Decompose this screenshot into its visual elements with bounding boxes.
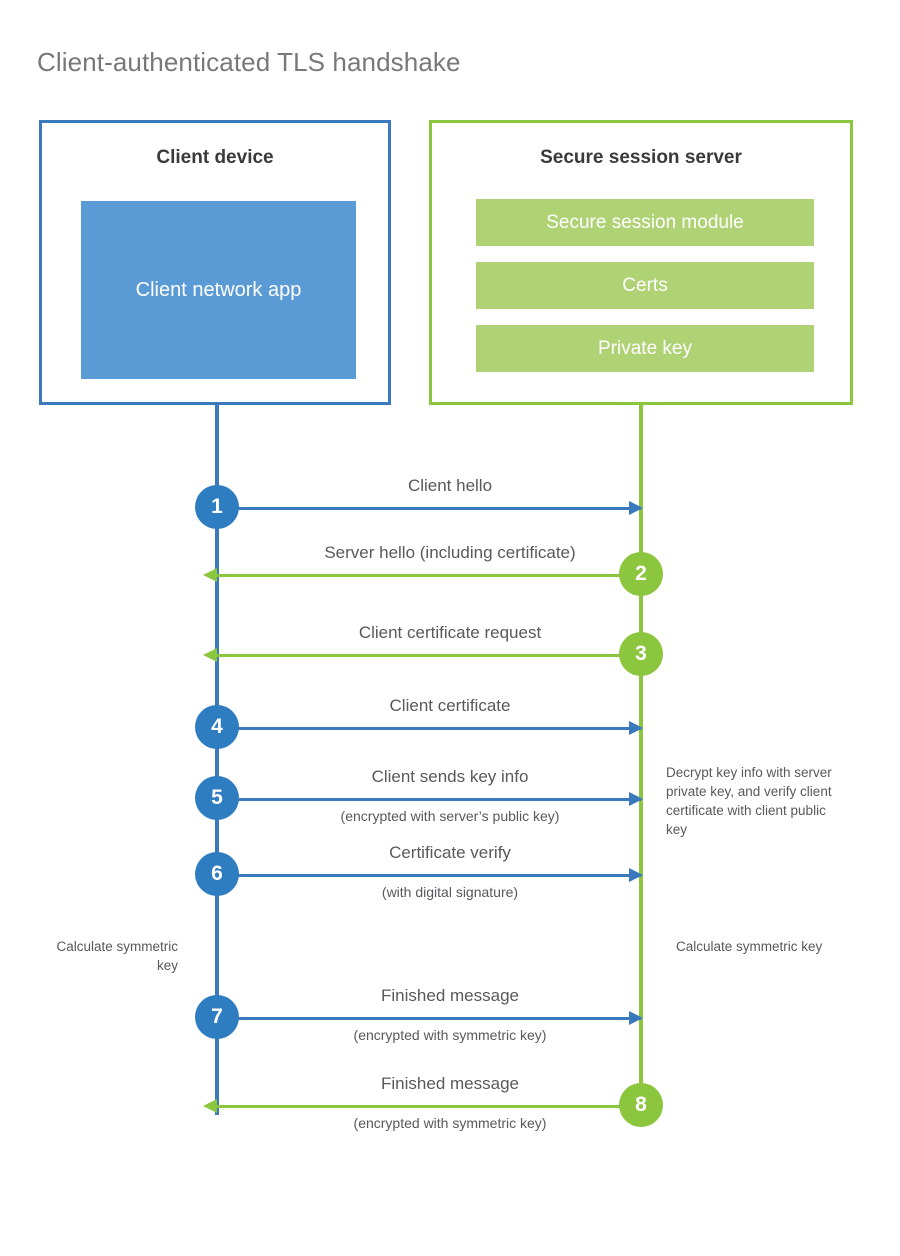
step-number-badge-8[interactable]: 8 (619, 1083, 663, 1127)
arrow-line-1 (217, 507, 641, 510)
secure-session-server-box: Secure session server Secure session mod… (429, 120, 853, 405)
message-label-1: Client hello (407, 476, 493, 495)
message-label-7: Finished message (381, 986, 519, 1005)
message-step-8: 8 Finished message (encrypted with symmetr… (180, 1074, 720, 1131)
arrow-head-right-icon (629, 1011, 643, 1025)
message-sublabel-5: (encrypted with server’s public key) (340, 808, 560, 824)
arrow-line-6 (217, 874, 641, 877)
arrow-head-right-icon (629, 501, 643, 515)
message-sublabel-8: (encrypted with symmetric key) (353, 1115, 547, 1131)
client-network-app-block: Client network app (81, 201, 356, 379)
client-device-box: Client device Client network app (39, 120, 391, 405)
server-lifeline (639, 405, 643, 1105)
arrow-head-right-icon (629, 792, 643, 806)
message-step-3: 3 Client certificate request (180, 623, 720, 676)
arrow-line-8 (217, 1105, 641, 1108)
message-step-7: 7 Finished message (encrypted with symmetr… (180, 986, 720, 1043)
arrow-head-left-icon (203, 568, 217, 582)
arrow-head-right-icon (629, 721, 643, 735)
message-label-4: Client certificate (389, 696, 511, 715)
message-step-5: 5 Client sends key info (encrypted with se… (180, 767, 720, 824)
page-title: Client-authenticated TLS handshake (37, 47, 461, 78)
message-step-6: 6 Certificate verify (with digital signatu… (180, 843, 720, 900)
step-number-badge-1[interactable]: 1 (195, 485, 239, 529)
message-step-2: 2 Server hello (including certificate) (180, 543, 720, 596)
message-label-3: Client certificate request (358, 623, 542, 642)
note-calculate-symmetric-key-client: Calculate symmetric key (56, 939, 178, 974)
message-label-8: Finished message (381, 1074, 519, 1093)
message-label-6: Certificate verify (389, 843, 511, 862)
note-decrypt-key-info: Decrypt key info with server private key… (666, 765, 832, 838)
message-label-2: Server hello (including certificate) (324, 543, 576, 562)
step-number-badge-6[interactable]: 6 (195, 852, 239, 896)
client-lifeline (215, 405, 219, 1115)
arrow-line-2 (217, 574, 641, 577)
message-step-4: 4 Client certificate (180, 696, 720, 749)
server-component-secure-session-module: Secure session module (476, 199, 814, 246)
arrow-head-right-icon (629, 868, 643, 882)
message-sublabel-6: (with digital signature) (381, 884, 519, 900)
secure-session-server-title: Secure session server (540, 147, 742, 168)
server-component-certs: Certs (476, 262, 814, 309)
arrow-head-left-icon (203, 648, 217, 662)
step-number-badge-2[interactable]: 2 (619, 552, 663, 596)
message-step-1: 1 Client hello (180, 476, 720, 529)
step-number-badge-3[interactable]: 3 (619, 632, 663, 676)
arrow-line-7 (217, 1017, 641, 1020)
step-number-badge-5[interactable]: 5 (195, 776, 239, 820)
client-device-title: Client device (156, 147, 274, 168)
message-sublabel-7: (encrypted with symmetric key) (353, 1027, 547, 1043)
step-number-badge-4[interactable]: 4 (195, 705, 239, 749)
message-label-5: Client sends key info (371, 767, 529, 786)
server-component-private-key: Private key (476, 325, 814, 372)
arrow-head-left-icon (203, 1099, 217, 1113)
arrow-line-4 (217, 727, 641, 730)
step-number-badge-7[interactable]: 7 (195, 995, 239, 1039)
arrow-line-3 (217, 654, 641, 657)
note-calculate-symmetric-key-server: Calculate symmetric key (676, 939, 823, 954)
arrow-line-5 (217, 798, 641, 801)
